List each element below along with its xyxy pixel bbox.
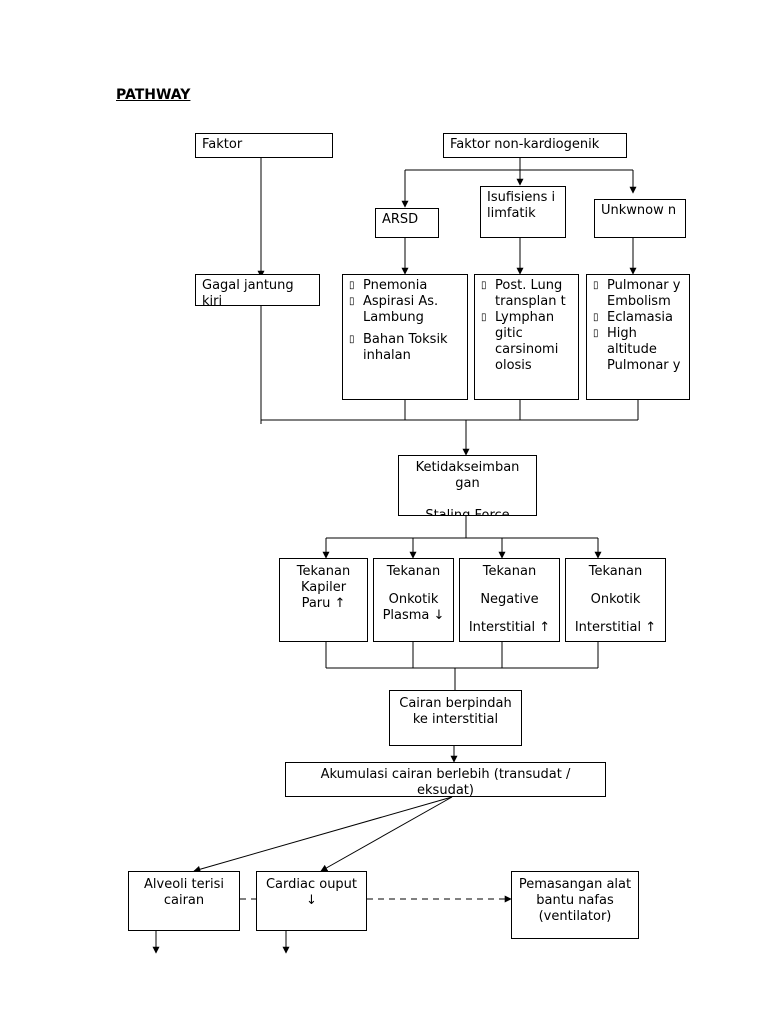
- node-tekanan-onkotik-interstitial: Tekanan Onkotik Interstitial ↑: [565, 558, 666, 642]
- node-subtext: Staling Force: [425, 508, 510, 516]
- list-item: Pulmonar y Embolism: [593, 278, 683, 310]
- node-lymph-causes: Post. Lung transplan t Lymphan gitic car…: [474, 274, 579, 400]
- node-text: Negative: [480, 592, 539, 607]
- node-text: Onkotik: [590, 592, 641, 607]
- node-pemasangan-ventilator: Pemasangan alat bantu nafas (ventilator): [511, 871, 639, 939]
- node-text: Tekanan: [482, 564, 537, 579]
- list-item: Aspirasi As. Lambung: [349, 294, 461, 326]
- node-tekanan-negative-interstitial: Tekanan Negative Interstitial ↑: [459, 558, 560, 642]
- node-akumulasi-cairan: Akumulasi cairan berlebih (transudat / e…: [285, 762, 606, 797]
- node-arsd: ARSD: [375, 208, 439, 238]
- list-item: Eclamasia: [593, 310, 683, 326]
- list-item: High altitude Pulmonar y: [593, 326, 683, 374]
- node-faktor: Faktor: [195, 133, 333, 158]
- node-ketidakseimbangan: Ketidakseimban gan Staling Force: [398, 455, 537, 516]
- page-title: PATHWAY: [116, 87, 191, 103]
- list-item: Lymphan gitic carsinomi olosis: [481, 310, 572, 374]
- node-text: Tekanan: [588, 564, 643, 579]
- node-unknown: Unkwnow n: [594, 199, 686, 238]
- node-faktor-non-kardiogenik: Faktor non-kardiogenik: [443, 133, 627, 158]
- node-text: Interstitial ↑: [574, 620, 657, 635]
- list-item: Pnemonia: [349, 278, 461, 294]
- node-text: Tekanan: [386, 564, 441, 579]
- node-isufisiensi-limfatik: Isufisiens i limfatik: [480, 186, 566, 238]
- node-text: Onkotik Plasma ↓: [382, 592, 445, 623]
- node-alveoli-terisi-cairan: Alveoli terisi cairan: [128, 871, 240, 931]
- node-text: Ketidakseimban gan: [415, 460, 520, 491]
- node-arsd-causes: Pnemonia Aspirasi As. Lambung Bahan Toks…: [342, 274, 468, 400]
- node-tekanan-onkotik-plasma: Tekanan Onkotik Plasma ↓: [373, 558, 454, 642]
- list-item: Post. Lung transplan t: [481, 278, 572, 310]
- node-cardiac-output: Cardiac ouput ↓: [256, 871, 367, 931]
- node-unknown-causes: Pulmonar y Embolism Eclamasia High altit…: [586, 274, 690, 400]
- node-text: Interstitial ↑: [468, 620, 551, 635]
- list-item: Bahan Toksik inhalan: [349, 332, 461, 364]
- node-cairan-berpindah: Cairan berpindah ke interstitial: [389, 690, 522, 746]
- node-gagal-jantung: Gagal jantung kiri: [195, 274, 320, 306]
- node-tekanan-kapiler-paru: Tekanan Kapiler Paru ↑: [279, 558, 368, 642]
